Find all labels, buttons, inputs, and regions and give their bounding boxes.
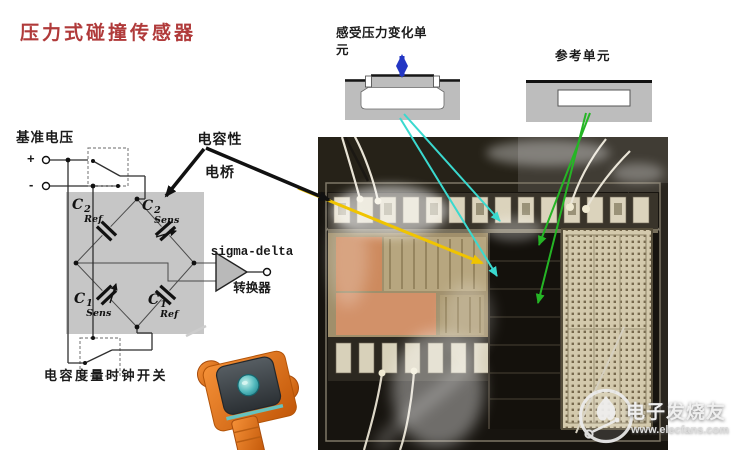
flame-icon xyxy=(596,396,616,421)
capacitive-bridge-label: 电容性 电桥 xyxy=(197,130,243,181)
bridge-capacitors xyxy=(95,219,177,307)
cavity xyxy=(360,87,445,110)
plus-terminal xyxy=(41,155,51,165)
opamp-symbol xyxy=(215,251,249,293)
clock-switch-label: 电容度量时钟开关 xyxy=(44,368,169,383)
page-title: 压力式碰撞传感器 xyxy=(20,22,197,44)
pressure-unit-label: 感受压力变化单元 xyxy=(336,26,428,57)
variable-cap-arrow xyxy=(109,283,118,304)
minus-terminal-label: - xyxy=(29,177,34,192)
cyan-callout-arrow xyxy=(403,113,501,222)
reference-unit-label: 参考单元 xyxy=(555,49,612,63)
flash-reflections xyxy=(328,140,664,450)
variable-cap-arrow xyxy=(155,229,177,238)
green-callout-arrow xyxy=(535,112,587,304)
chopper-switch-top xyxy=(87,147,129,187)
black-arrow-to-die xyxy=(205,146,331,202)
minus-terminal xyxy=(41,181,51,191)
reference-array-block xyxy=(561,228,653,430)
cyan-callout-arrow xyxy=(399,117,498,277)
cavity xyxy=(557,89,631,107)
green-callout-arrow xyxy=(538,112,591,246)
watermark-site-url: www.elecfans.com xyxy=(631,424,730,436)
plus-terminal-label: + xyxy=(27,151,35,166)
sense-capacitor-band xyxy=(488,233,562,429)
chopper-switch-bottom xyxy=(79,337,121,377)
pressure-port xyxy=(237,374,260,397)
watermark-brand: 电子发烧友 xyxy=(626,402,727,423)
black-arrow-to-bridge xyxy=(164,147,206,198)
output-terminal xyxy=(262,267,272,277)
pressure-unit-section xyxy=(345,74,460,120)
die-frame xyxy=(325,182,661,442)
circuit-nodes xyxy=(65,157,197,365)
elecfans-logo-icon xyxy=(578,388,634,444)
probe-needle xyxy=(343,137,370,182)
sensor-3d-render xyxy=(197,350,299,450)
reference-unit-section xyxy=(526,80,652,122)
sigma-delta-converter-label: sigma-delta 转换器 xyxy=(210,245,294,295)
reference-voltage-label: 基准电压 xyxy=(16,130,74,145)
bridge-circuit xyxy=(41,147,272,377)
